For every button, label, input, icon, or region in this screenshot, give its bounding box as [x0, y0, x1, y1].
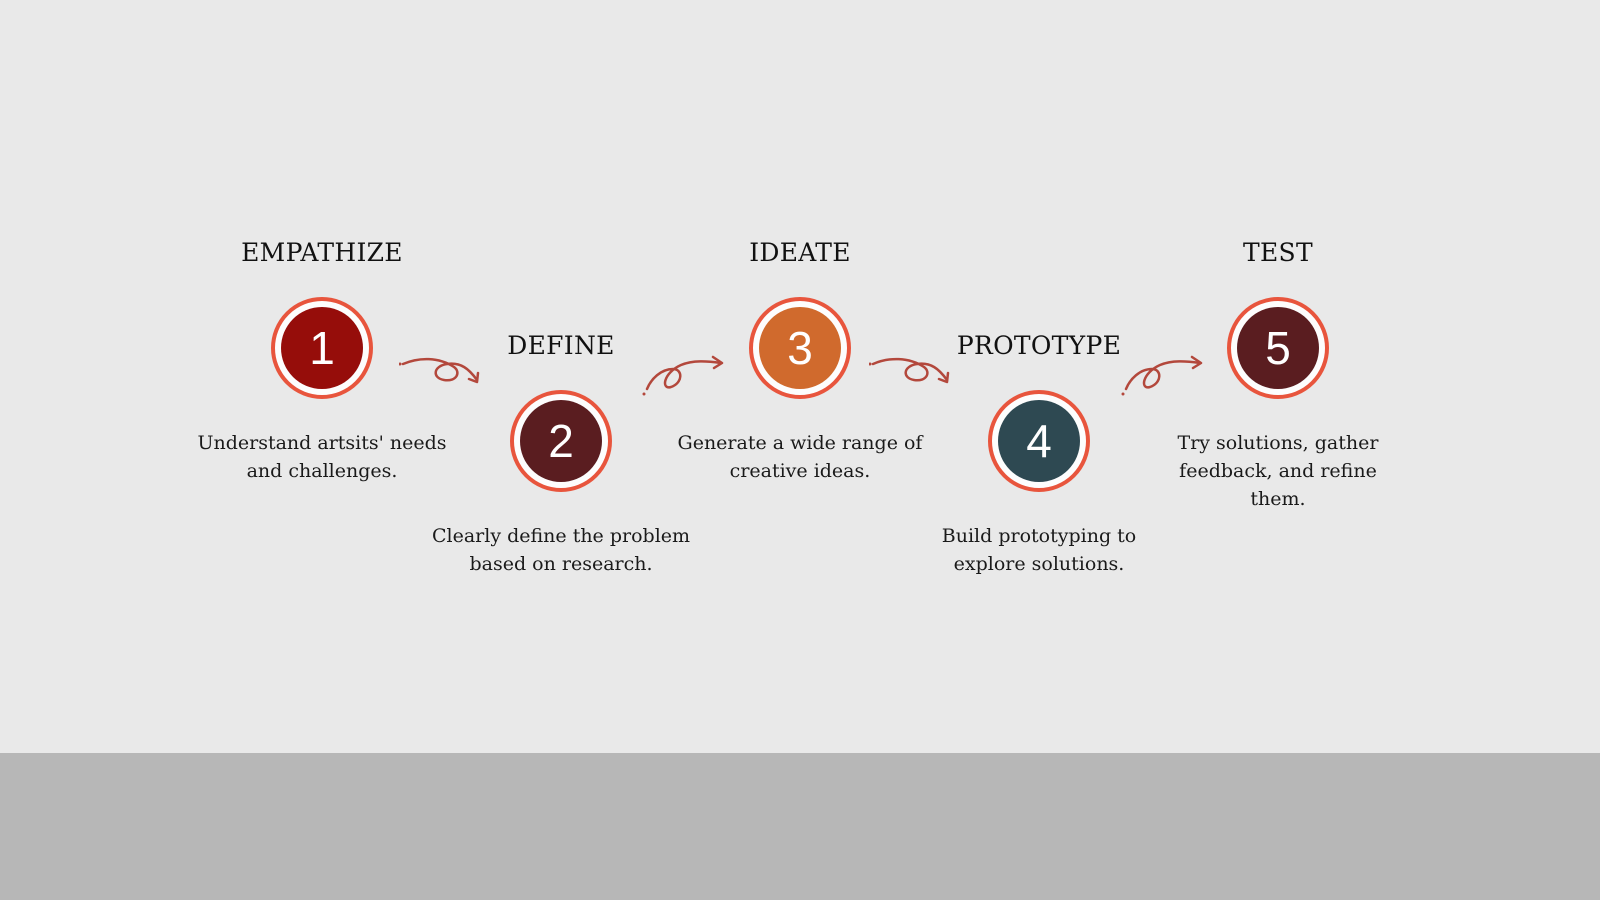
slide-canvas: EMPATHIZE 1 Understand artsits' needs an…	[197, 238, 1379, 575]
step-title: TEST	[1243, 238, 1313, 267]
step-number-circle: 2	[510, 390, 612, 492]
step-description: Try solutions, gather feedback, and refi…	[1177, 432, 1379, 510]
step-number: 1	[281, 307, 363, 389]
step-number: 4	[998, 400, 1080, 482]
step-title: IDEATE	[749, 238, 851, 267]
curly-arrow-icon	[399, 357, 480, 384]
step-title: DEFINE	[507, 331, 615, 360]
step-description: Build prototyping to explore solutions.	[941, 525, 1137, 575]
step-number: 2	[520, 400, 602, 482]
curly-arrow-icon	[642, 355, 724, 396]
step-title: EMPATHIZE	[241, 238, 403, 267]
curly-arrow-icon	[869, 357, 950, 384]
step-number-circle: 4	[988, 390, 1090, 492]
step-description: Clearly define the problem based on rese…	[431, 525, 691, 575]
bottom-band	[0, 753, 1600, 900]
step-description: Generate a wide range of creative ideas.	[677, 432, 923, 482]
curly-arrow-icon	[1121, 355, 1203, 396]
step-number-circle: 5	[1227, 297, 1329, 399]
step-description: Understand artsits' needs and challenges…	[197, 432, 447, 482]
step-title: PROTOTYPE	[956, 331, 1122, 360]
step-number-circle: 3	[749, 297, 851, 399]
step-number: 5	[1237, 307, 1319, 389]
step-number: 3	[759, 307, 841, 389]
step-number-circle: 1	[271, 297, 373, 399]
